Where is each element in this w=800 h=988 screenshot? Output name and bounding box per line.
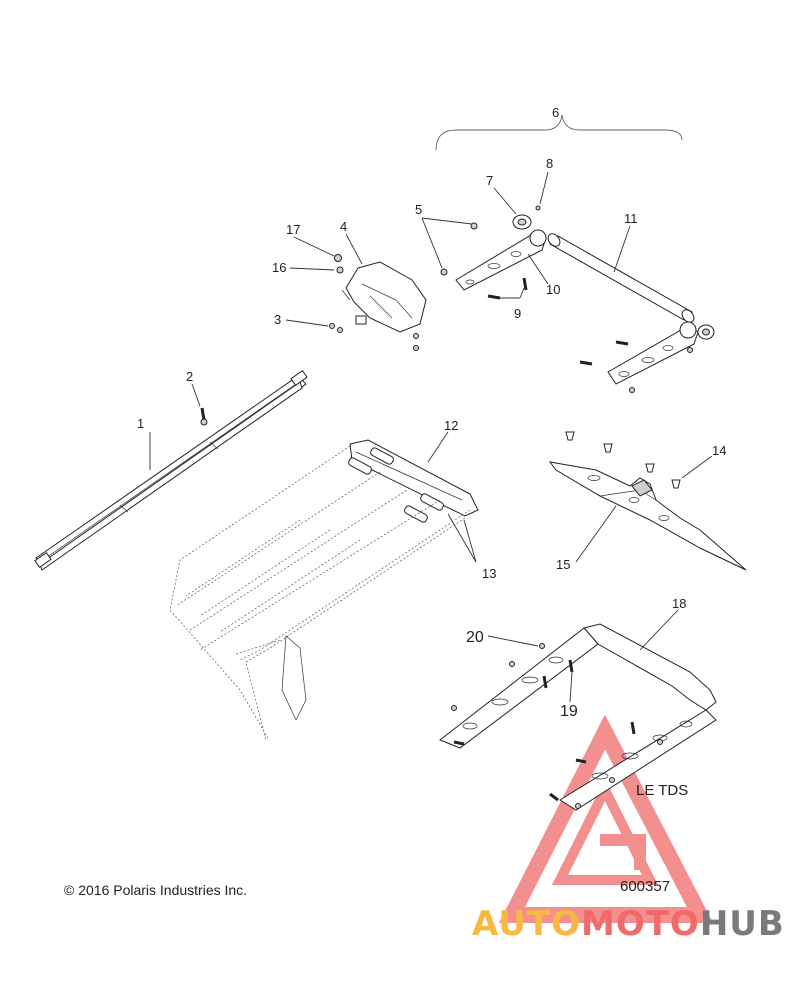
watermark-word-auto: AUTO	[472, 904, 581, 944]
callout-3: 3	[274, 312, 281, 327]
watermark-logo-icon	[498, 714, 714, 923]
callout-1: 1	[137, 416, 144, 431]
callout-6: 6	[552, 105, 559, 120]
part-4-housing	[341, 261, 427, 333]
watermark-word-moto: MOTO	[580, 904, 700, 944]
part-7-bushing	[512, 214, 532, 230]
part-18-rack	[439, 623, 717, 811]
callout-18: 18	[672, 596, 686, 611]
part-16-nut	[336, 266, 344, 274]
variant-label: LE TDS	[636, 782, 689, 799]
callout-5: 5	[415, 202, 422, 217]
leader-lines	[149, 171, 713, 703]
part-20-nuts	[451, 643, 663, 809]
callout-2: 2	[186, 369, 193, 384]
callout-11: 11	[624, 211, 638, 226]
part-5-screws	[440, 222, 478, 276]
part-15-spoiler-bar	[548, 461, 747, 571]
part-14-fasteners	[565, 431, 681, 489]
callout-19: 19	[560, 703, 578, 720]
part-17-nut	[334, 254, 342, 262]
callout-12: 12	[444, 418, 458, 433]
callout-16: 16	[272, 260, 286, 275]
callout-20: 20	[466, 629, 484, 646]
callout-8: 8	[546, 156, 553, 171]
part-3-screws	[329, 323, 419, 351]
part-10-lower-arm	[579, 321, 715, 393]
callout-14: 14	[712, 443, 726, 458]
part-12-cargo-bed	[169, 439, 479, 741]
part-10-arm	[455, 229, 547, 291]
callout-7: 7	[486, 173, 493, 188]
watermark-wordmark: AUTOMOTOHUB	[472, 904, 785, 944]
part-1-rail	[34, 370, 308, 571]
callout-4: 4	[340, 219, 347, 234]
copyright-notice: © 2016 Polaris Industries Inc.	[64, 882, 248, 898]
assembly-6-brace	[435, 114, 683, 151]
callout-10: 10	[546, 282, 560, 297]
part-11-tube	[547, 233, 695, 323]
part-2-screw	[200, 407, 208, 426]
callout-17: 17	[286, 222, 300, 237]
watermark-word-hub: HUB	[699, 904, 785, 944]
drawing-number: 600357	[620, 878, 671, 895]
callout-13: 13	[482, 566, 496, 581]
part-9-bolts	[487, 277, 528, 300]
callout-9: 9	[514, 306, 521, 321]
part-19-bolts	[453, 659, 636, 802]
part-8-pin	[535, 205, 541, 211]
callout-15: 15	[556, 557, 570, 572]
